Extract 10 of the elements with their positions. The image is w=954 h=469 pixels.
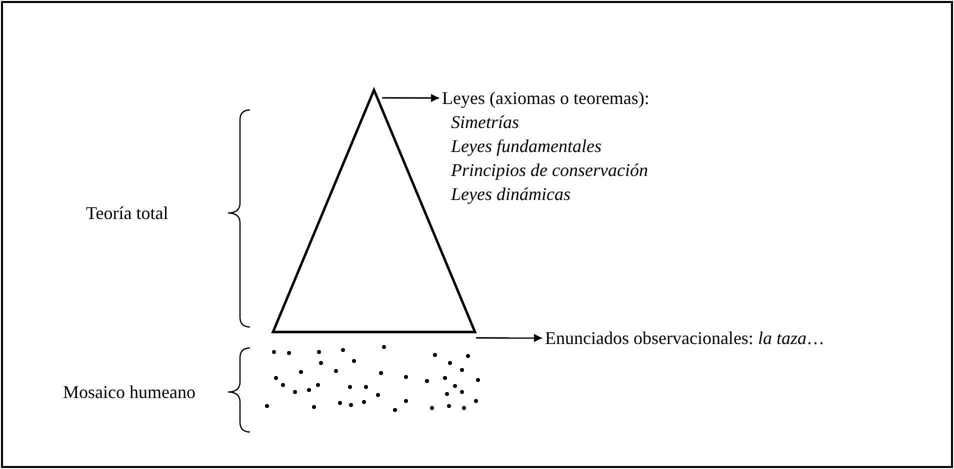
list-item: Principios de conservación [451,159,649,182]
list-item: Leyes dinámicas [451,183,572,206]
annotation-text: Enunciados observacionales: la taza… [545,327,824,350]
bracket-label: Mosaico humeano [63,381,196,404]
list-item: Leyes fundamentales [451,135,602,158]
list-item: Simetrías [451,111,520,134]
arrow [382,94,439,102]
heading-text: Leyes (axiomas o teoremas): [442,87,650,110]
bracket-label: Teoría total [86,202,168,225]
arrow [476,334,542,342]
